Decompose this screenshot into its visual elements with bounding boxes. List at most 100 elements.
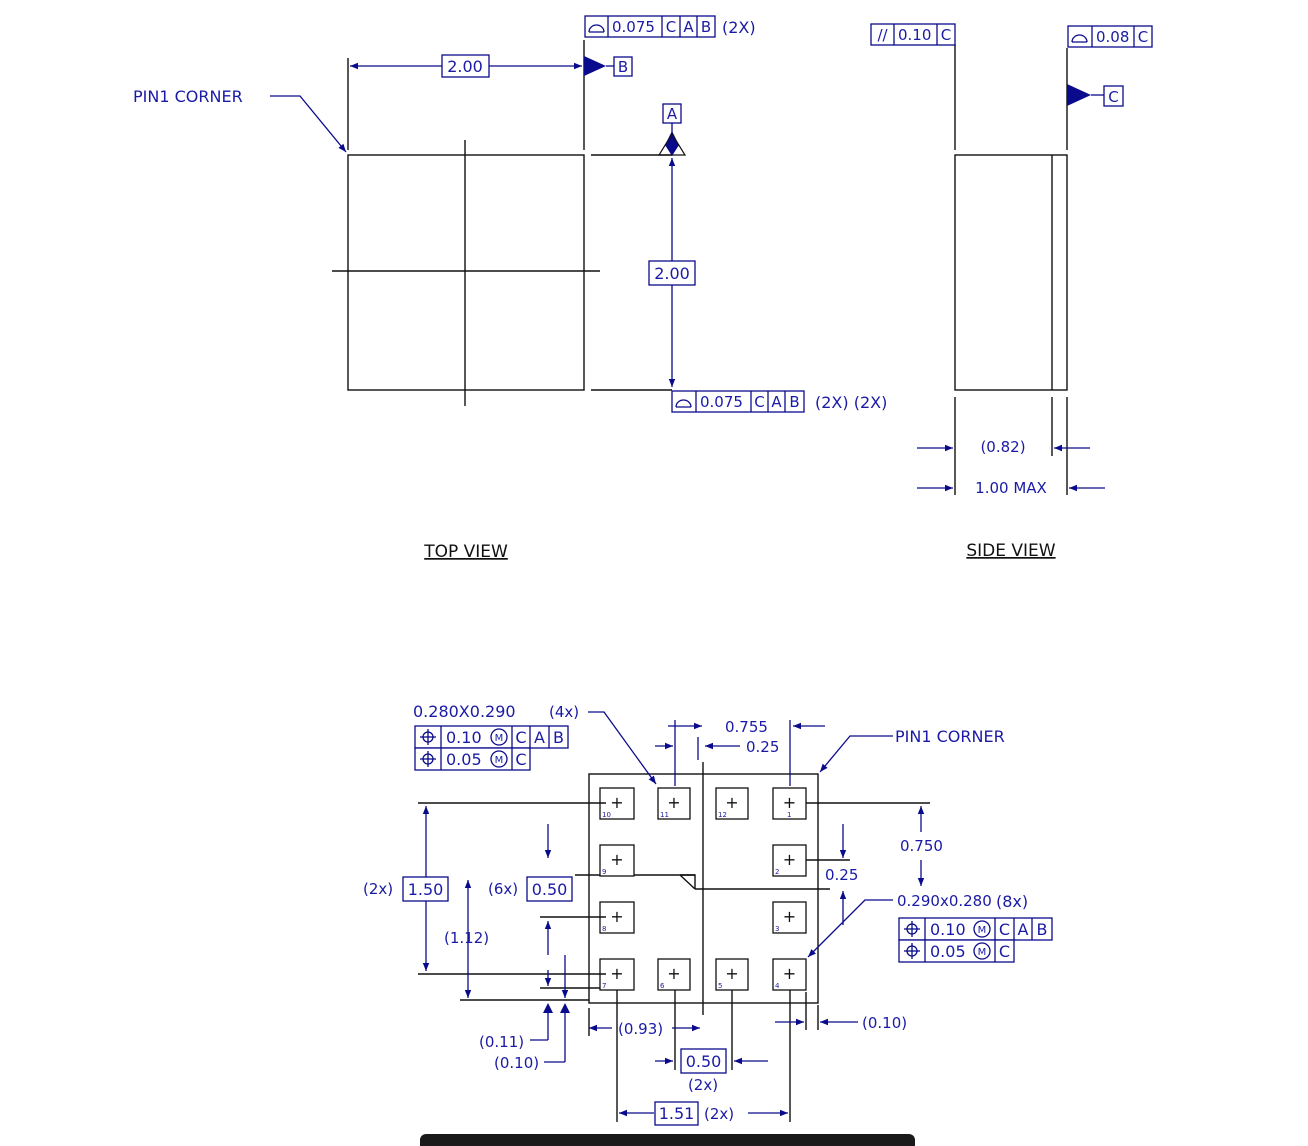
svg-text:C: C (754, 393, 764, 411)
svg-text:B: B (553, 728, 564, 747)
svg-text:2: 2 (775, 868, 779, 876)
svg-text:A: A (534, 728, 545, 747)
svg-text:+: + (783, 850, 796, 869)
svg-text:10: 10 (602, 811, 611, 819)
svg-text:C: C (1138, 28, 1148, 46)
width-dimension: 2.00 (447, 57, 483, 76)
svg-text:0.08: 0.08 (1096, 28, 1129, 46)
svg-text:9: 9 (602, 868, 606, 876)
svg-text:B: B (701, 18, 711, 36)
top-view: 2.00 B 0.075 C A B (2X) A 2.00 (133, 15, 887, 562)
svg-text:C: C (666, 18, 676, 36)
svg-text:+: + (725, 964, 738, 983)
svg-text:M: M (978, 947, 987, 958)
pad-size-8x: 0.290x0.280 (897, 892, 992, 910)
dim-151-mult: (2x) (704, 1105, 734, 1123)
svg-text:3: 3 (775, 925, 779, 933)
svg-text:0.075: 0.075 (700, 393, 743, 411)
pad-4: +4 (772, 958, 807, 991)
pad-11: +11 (657, 787, 691, 820)
dim-010-left: (0.10) (494, 1054, 539, 1072)
svg-text:M: M (495, 755, 504, 766)
datum-b-label: B (618, 58, 628, 76)
dim-093: (0.93) (618, 1020, 663, 1038)
fcf-top-profile: 0.075 C A B (584, 15, 716, 38)
pad-grid: +10 +11 +12 +1 +9 +2 +8 +3 +7 +6 +5 +4 (599, 787, 807, 991)
svg-text:+: + (610, 964, 623, 983)
svg-text:8: 8 (602, 925, 606, 933)
pad-size-4x-mult: (4x) (549, 703, 579, 721)
height-dimension: 2.00 (654, 264, 690, 283)
dim-0755: 0.755 (725, 718, 768, 736)
svg-text:+: + (667, 964, 680, 983)
svg-text:12: 12 (718, 811, 727, 819)
svg-text:6: 6 (660, 982, 665, 990)
fcf-8x: 0.10 M C A B 0.05 M C (898, 917, 1053, 963)
profile-surface-icon (1071, 34, 1088, 43)
top-view-title: TOP VIEW (423, 542, 508, 562)
bottom-view: +10 +11 +12 +1 +9 +2 +8 +3 +7 +6 +5 +4 0… (363, 702, 1053, 1126)
svg-text:A: A (1018, 920, 1029, 939)
fcf-bottom-profile: 0.075 C A B (671, 390, 805, 413)
package-outline-top (347, 154, 585, 391)
fcf-4x: 0.10 M C A B 0.05 M C (414, 725, 569, 771)
svg-text:+: + (783, 964, 796, 983)
svg-text:1: 1 (787, 811, 791, 819)
parallelism-icon: // (877, 26, 888, 44)
dim-010-right: (0.10) (862, 1014, 907, 1032)
pin1-corner-label-bottom: PIN1 CORNER (895, 727, 1005, 746)
dim-150-prefix: (2x) (363, 880, 393, 898)
svg-text:7: 7 (602, 982, 606, 990)
pad-2: +2 (772, 844, 807, 877)
svg-text:C: C (515, 750, 526, 769)
datum-c-label: C (1108, 88, 1118, 106)
svg-text:+: + (610, 793, 623, 812)
dim-0750: 0.750 (900, 837, 943, 855)
pin1-indicator (680, 874, 696, 889)
pad-6: +6 (657, 958, 691, 991)
svg-text:+: + (783, 907, 796, 926)
pin1-corner-label-top: PIN1 CORNER (133, 87, 243, 106)
svg-text:4: 4 (775, 982, 780, 990)
svg-text:0.10: 0.10 (446, 728, 482, 747)
svg-text:0.10: 0.10 (930, 920, 966, 939)
pad-12: +12 (715, 787, 749, 820)
package-outline-side (954, 154, 1068, 391)
svg-text:M: M (495, 733, 504, 744)
svg-text:C: C (515, 728, 526, 747)
dim-112: (1.12) (444, 929, 489, 947)
profile-surface-icon (588, 24, 605, 33)
svg-text:A: A (683, 18, 694, 36)
dim-050-bottom: 0.50 (686, 1052, 722, 1071)
bottom-bar (420, 1134, 915, 1146)
svg-text:C: C (941, 26, 951, 44)
dim-025-right: 0.25 (825, 866, 858, 884)
dim-050-prefix: (6x) (488, 880, 518, 898)
svg-text:C: C (999, 920, 1010, 939)
fcf-parallelism: // 0.10 C (870, 23, 956, 46)
max-thickness-dim: 1.00 MAX (975, 479, 1047, 497)
side-view-title: SIDE VIEW (966, 541, 1055, 561)
pad-size-4x: 0.280X0.290 (413, 702, 516, 721)
svg-text:5: 5 (718, 982, 722, 990)
body-thickness-dim: (0.82) (980, 438, 1025, 456)
svg-text:0.05: 0.05 (446, 750, 482, 769)
svg-text:+: + (610, 907, 623, 926)
dim-011: (0.11) (479, 1033, 524, 1051)
fcf-bottom-mult: (2X) (2X) (815, 393, 887, 412)
svg-text:+: + (610, 850, 623, 869)
svg-text:+: + (667, 793, 680, 812)
dim-150: 1.50 (408, 880, 444, 899)
datum-a-label: A (667, 105, 678, 123)
dim-050-bottom-mult: (2x) (688, 1076, 718, 1094)
svg-text:0.05: 0.05 (930, 942, 966, 961)
svg-text:0.10: 0.10 (898, 26, 931, 44)
svg-text:B: B (789, 393, 799, 411)
pad-3: +3 (772, 901, 807, 934)
side-view: // 0.10 C 0.08 C C (0.82) 1.00 MAX SIDE … (870, 23, 1153, 561)
fcf-side-profile: 0.08 C (1067, 25, 1153, 48)
pad-5: +5 (715, 958, 749, 991)
dim-025-top: 0.25 (746, 738, 779, 756)
fcf-top-mult: (2X) (722, 18, 756, 37)
svg-text:B: B (1037, 920, 1048, 939)
